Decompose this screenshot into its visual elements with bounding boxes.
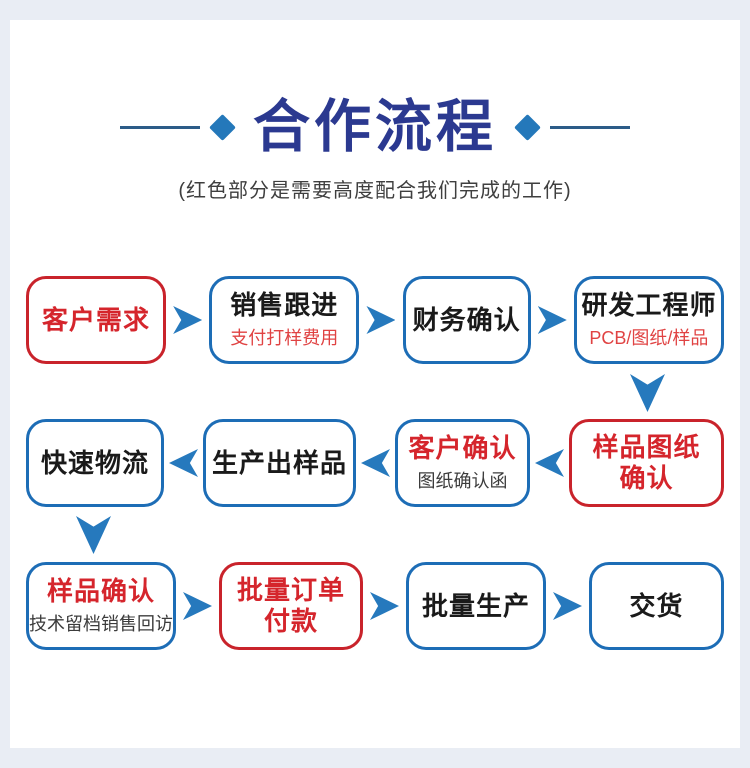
arrow-right-icon — [366, 306, 396, 334]
node-title: 财务确认 — [412, 304, 521, 335]
node-subtitle: PCB/图纸/样品 — [589, 327, 709, 348]
flow-node-bulk-production: 批量生产 — [406, 562, 546, 650]
decor-line-left — [120, 125, 200, 129]
flow-row-1: 客户需求 销售跟进 支付打样费用 财务确认 研发工程师 PCB/图纸/样品 — [10, 275, 740, 365]
flow-node-fast-logistics: 快速物流 — [26, 419, 164, 507]
flow-node-sample-drawing-confirm: 样品图纸 确认 — [569, 419, 724, 507]
flow-row-2: 快速物流 生产出样品 客户确认 图纸确认函 样品图纸 确认 — [10, 418, 740, 508]
arrow-right-icon — [370, 592, 399, 620]
node-title: 批量生产 — [421, 590, 530, 621]
arrow-right-icon — [553, 592, 582, 620]
node-title: 样品确认 — [46, 576, 155, 607]
flow-row-3: 样品确认 技术留档销售回访 批量订单 付款 批量生产 交货 — [10, 561, 740, 651]
title-row: 合作流程 — [10, 90, 740, 164]
diamond-icon — [209, 113, 236, 141]
node-title: 快速物流 — [40, 447, 149, 478]
flow-diagram: 客户需求 销售跟进 支付打样费用 财务确认 研发工程师 PCB/图纸/样品 — [10, 275, 740, 651]
arrow-left-icon — [169, 449, 198, 477]
flow-node-sample-confirm: 样品确认 技术留档销售回访 — [26, 562, 176, 650]
arrow-right-icon — [537, 306, 567, 334]
node-title: 销售跟进 — [230, 290, 339, 321]
node-title: 客户需求 — [41, 304, 150, 335]
arrow-right-icon — [183, 592, 212, 620]
page-title: 合作流程 — [253, 94, 497, 159]
node-title: 样品图纸 — [592, 432, 701, 463]
node-subtitle: 支付打样费用 — [230, 327, 339, 348]
arrow-down-icon — [630, 374, 665, 412]
node-title: 生产出样品 — [212, 447, 348, 478]
node-title-line2: 确认 — [619, 463, 674, 493]
flow-node-finance-confirm: 财务确认 — [402, 276, 531, 364]
flow-node-customer-demand: 客户需求 — [26, 276, 166, 364]
decor-line-right — [550, 125, 630, 129]
node-title: 批量订单 — [236, 575, 345, 606]
content-card: 合作流程 (红色部分是需要高度配合我们完成的工作) 客户需求 销售跟进 支付打样… — [10, 20, 740, 748]
connector-row-1 — [10, 365, 740, 418]
arrow-left-icon — [535, 449, 564, 477]
header: 合作流程 (红色部分是需要高度配合我们完成的工作) — [10, 20, 740, 203]
node-title: 研发工程师 — [581, 290, 717, 321]
node-subtitle: 图纸确认函 — [417, 470, 508, 491]
flow-node-delivery: 交货 — [589, 562, 724, 650]
flow-node-sales-follow-up: 销售跟进 支付打样费用 — [209, 276, 360, 364]
arrow-right-icon — [173, 306, 203, 334]
node-title-line2: 付款 — [263, 606, 318, 636]
flow-node-produce-sample: 生产出样品 — [203, 419, 356, 507]
flow-node-customer-confirm: 客户确认 图纸确认函 — [395, 419, 530, 507]
page-subtitle: (红色部分是需要高度配合我们完成的工作) — [178, 180, 572, 202]
node-subtitle: 技术留档销售回访 — [29, 613, 173, 634]
flow-node-bulk-order-payment: 批量订单 付款 — [219, 562, 363, 650]
node-title: 交货 — [629, 590, 684, 621]
connector-row-2 — [10, 508, 740, 561]
arrow-left-icon — [361, 449, 390, 477]
diamond-icon — [514, 113, 541, 141]
flow-node-rd-engineer: 研发工程师 PCB/图纸/样品 — [573, 276, 724, 364]
node-title: 客户确认 — [408, 433, 517, 464]
arrow-down-icon — [76, 516, 111, 554]
